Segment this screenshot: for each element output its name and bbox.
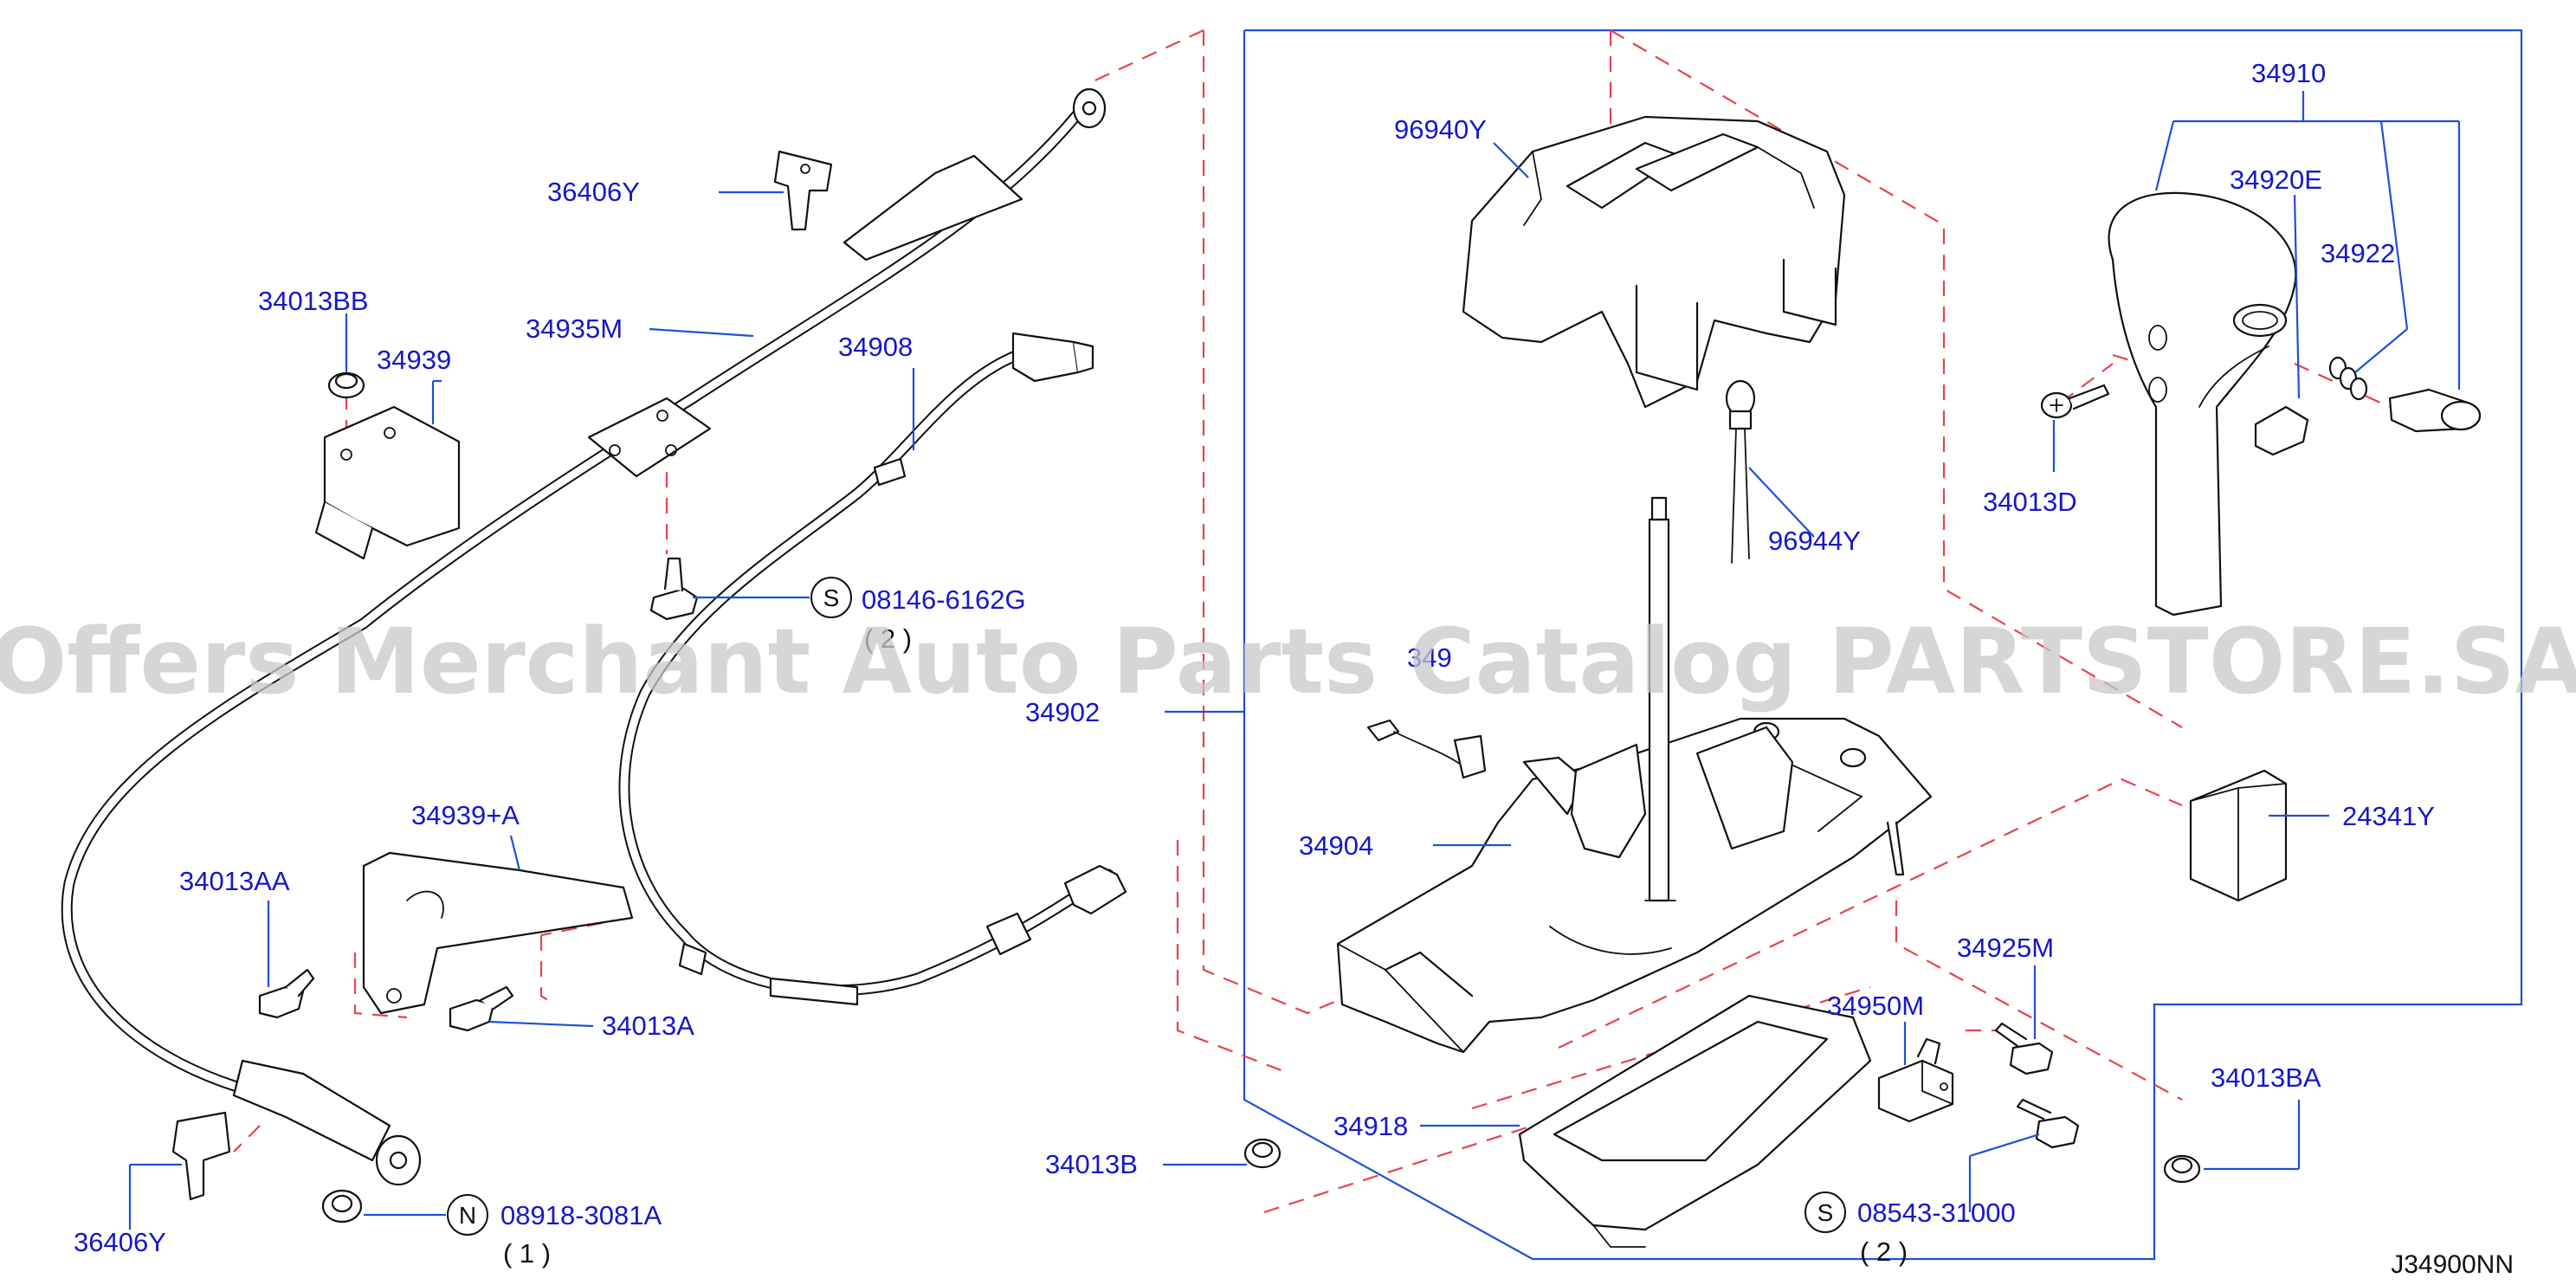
harness-34908 bbox=[618, 332, 1127, 1006]
label-08543-31000[interactable]: 08543-31000 bbox=[1857, 1198, 2016, 1228]
shift-knob-34910 bbox=[2108, 191, 2297, 617]
symbol-s-bolt: S bbox=[810, 577, 852, 618]
label-34920e[interactable]: 34920E bbox=[2230, 165, 2322, 195]
leader-lines bbox=[128, 91, 2461, 1230]
label-08918-3081a[interactable]: 08918-3081A bbox=[500, 1200, 662, 1230]
bolt-34013a bbox=[449, 985, 514, 1032]
label-34918[interactable]: 34918 bbox=[1333, 1111, 1408, 1141]
bolt-34013aa bbox=[258, 968, 315, 1019]
label-34013a[interactable]: 34013A bbox=[602, 1011, 694, 1041]
shift-cable bbox=[61, 87, 1107, 1186]
label-24341y[interactable]: 24341Y bbox=[2342, 801, 2435, 831]
qty-08146: ( 2 ) bbox=[864, 623, 912, 654]
label-36406y-bottom[interactable]: 36406Y bbox=[74, 1227, 166, 1257]
label-34013bb[interactable]: 34013BB bbox=[258, 286, 369, 316]
label-34013d[interactable]: 34013D bbox=[1983, 487, 2077, 517]
label-34939a[interactable]: 34939+A bbox=[411, 800, 520, 830]
nut-34013ba bbox=[2163, 1154, 2201, 1184]
symbol-n-nut: N bbox=[447, 1194, 488, 1236]
label-34950m[interactable]: 34950M bbox=[1827, 991, 1924, 1021]
label-34922[interactable]: 34922 bbox=[2321, 238, 2395, 268]
switch-34950m bbox=[1877, 1037, 1954, 1123]
screw-34013d bbox=[2040, 384, 2110, 419]
button-34920e bbox=[2254, 405, 2309, 456]
label-34908[interactable]: 34908 bbox=[838, 332, 913, 362]
qty-08543: ( 2 ) bbox=[1860, 1237, 1908, 1267]
qty-08918: ( 1 ) bbox=[503, 1238, 551, 1269]
finisher-34918 bbox=[1518, 994, 1872, 1248]
label-34013b[interactable]: 34013B bbox=[1045, 1149, 1138, 1179]
bolt-34925m bbox=[1994, 1022, 2054, 1075]
diagram-code: J34900NN bbox=[2391, 1250, 2514, 1279]
nut-34013b bbox=[1243, 1138, 1282, 1169]
label-34925m[interactable]: 34925M bbox=[1957, 933, 2054, 963]
block-24341y bbox=[2189, 769, 2288, 902]
bracket-34939 bbox=[314, 405, 461, 560]
bracket-34939a bbox=[362, 851, 634, 1015]
label-34935m[interactable]: 34935M bbox=[526, 313, 623, 344]
nut-08918 bbox=[321, 1189, 363, 1224]
shifter-base-34904 bbox=[1336, 717, 1933, 1054]
cable-clip-bottom bbox=[171, 1111, 231, 1201]
svg-text:N: N bbox=[459, 1202, 476, 1229]
label-96944y[interactable]: 96944Y bbox=[1768, 526, 1861, 556]
assembly-frame bbox=[1243, 29, 2523, 1261]
bulb-96944y bbox=[1725, 379, 1756, 564]
svg-text:S: S bbox=[823, 584, 840, 611]
label-08146-6162g[interactable]: 08146-6162G bbox=[862, 584, 1026, 615]
label-96940y[interactable]: 96940Y bbox=[1394, 114, 1487, 145]
push-button bbox=[2388, 388, 2482, 433]
svg-text:S: S bbox=[1817, 1199, 1834, 1226]
harness-connector-small bbox=[1366, 719, 1487, 779]
watermark: Offers Merchant Auto Parts Catalog PARTS… bbox=[0, 609, 2576, 714]
label-34939[interactable]: 34939 bbox=[377, 345, 451, 375]
bolt-08146 bbox=[649, 557, 699, 621]
label-34013ba[interactable]: 34013BA bbox=[2211, 1062, 2321, 1093]
label-34904[interactable]: 34904 bbox=[1299, 830, 1373, 861]
cable-clip-top bbox=[773, 150, 833, 231]
screw-08543 bbox=[2016, 1098, 2080, 1149]
spring-34922 bbox=[2328, 356, 2368, 401]
indicator-cover-96940y bbox=[1462, 115, 1846, 409]
nut-34013bb bbox=[327, 371, 365, 399]
shift-lever-rod bbox=[1644, 496, 1676, 902]
label-36406y-top[interactable]: 36406Y bbox=[547, 177, 640, 207]
label-34902[interactable]: 34902 bbox=[1025, 697, 1100, 727]
label-349-partial[interactable]: 349 bbox=[1407, 642, 1452, 673]
symbol-s-screw: S bbox=[1804, 1191, 1846, 1233]
label-34013aa[interactable]: 34013AA bbox=[179, 866, 290, 896]
label-34910[interactable]: 34910 bbox=[2251, 58, 2326, 88]
